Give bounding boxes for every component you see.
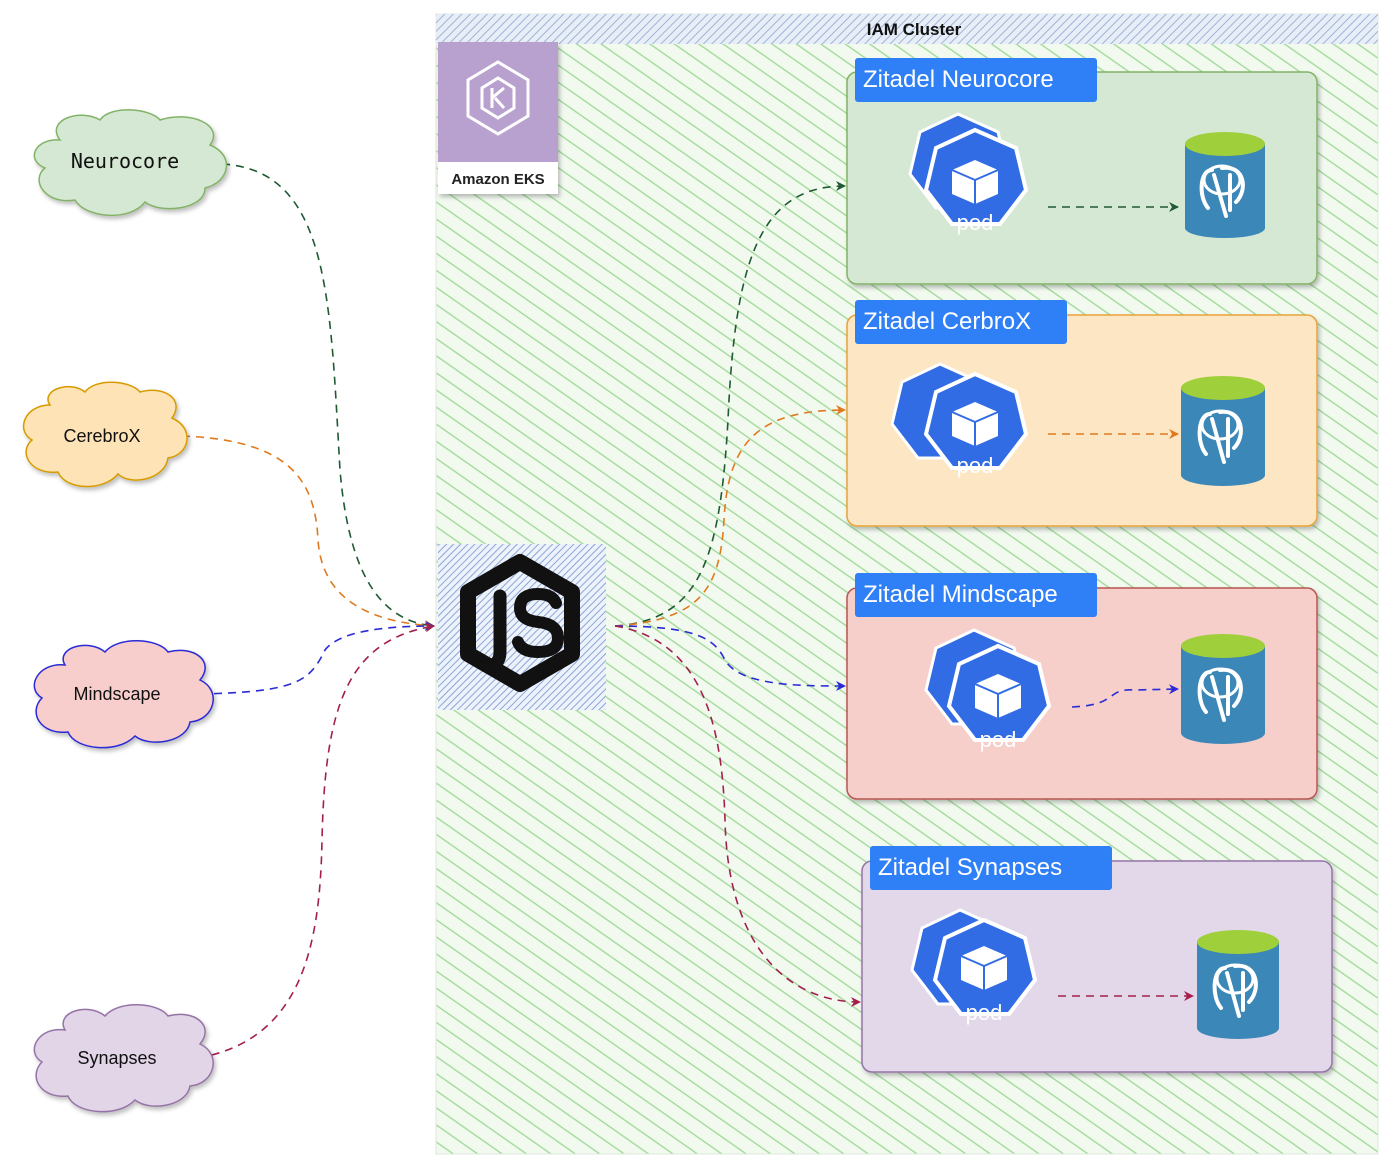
client-cerebrox: CerebroX <box>22 381 188 488</box>
cloud-shape <box>33 109 228 216</box>
client-label: CerebroX <box>63 426 140 446</box>
tenant-title: Zitadel CerbroX <box>863 308 1031 335</box>
client-label: Neurocore <box>71 149 179 173</box>
tenant-neurocore: Zitadel Neurocore pod <box>846 58 1318 285</box>
client-mindscape: Mindscape <box>33 640 214 749</box>
tenant-mindscape: Zitadel Mindscape pod <box>846 573 1318 800</box>
tenant-synapses: Zitadel Synapses pod <box>861 846 1333 1073</box>
client-label: Synapses <box>77 1048 156 1068</box>
postgresql-icon <box>1181 634 1265 744</box>
eks-icon <box>466 60 530 136</box>
pod-label: pod <box>957 453 994 478</box>
tenant-title-badge <box>855 573 1097 617</box>
pod-db-edge <box>1071 684 1179 708</box>
edge-cerebrox-in <box>181 435 435 631</box>
postgresql-icon <box>1185 132 1265 238</box>
client-label: Mindscape <box>73 684 160 704</box>
pod-label: pod <box>966 1000 1003 1025</box>
pod-label: pod <box>957 210 994 235</box>
tenant-edges <box>614 181 861 1007</box>
client-neurocore: Neurocore <box>33 109 228 216</box>
tenant-title: Zitadel Neurocore <box>863 66 1054 93</box>
edge-synapses-in <box>197 622 435 1059</box>
nodejs-gateway <box>438 544 606 710</box>
tenant-title-badge <box>855 58 1097 102</box>
edge-out-cerbrox <box>614 405 846 627</box>
cloud-shape <box>22 381 188 488</box>
pod-icon: pod <box>924 628 1052 752</box>
client-synapses: Synapses <box>33 1004 214 1113</box>
nodejs-icon <box>460 554 580 692</box>
postgresql-icon <box>1181 376 1265 486</box>
postgresql-icon <box>1197 930 1279 1039</box>
cluster-title: IAM Cluster <box>867 20 962 39</box>
tenant-title-badge <box>855 300 1067 344</box>
pod-icon: pod <box>908 112 1029 235</box>
tenant-title: Zitadel Mindscape <box>863 581 1058 608</box>
edge-neurocore-in <box>221 163 435 631</box>
tenant-cerbrox: Zitadel CerbroX pod <box>846 300 1318 527</box>
edge-out-synapses <box>614 625 861 1007</box>
cloud-shape <box>33 1004 214 1113</box>
client-edges <box>181 163 435 1059</box>
pod-icon: pod <box>890 362 1029 478</box>
edge-out-mindscape <box>614 625 846 691</box>
eks-label: Amazon EKS <box>451 171 544 188</box>
tenant-title-badge <box>870 846 1112 890</box>
edge-mindscape-in <box>199 621 435 695</box>
pod-icon: pod <box>910 908 1038 1025</box>
tenant-title: Zitadel Synapses <box>878 854 1062 881</box>
cluster-header <box>436 14 1378 44</box>
pod-label: pod <box>980 727 1017 752</box>
eks-tile: Amazon EKS <box>438 42 558 194</box>
cloud-shape <box>33 640 214 749</box>
